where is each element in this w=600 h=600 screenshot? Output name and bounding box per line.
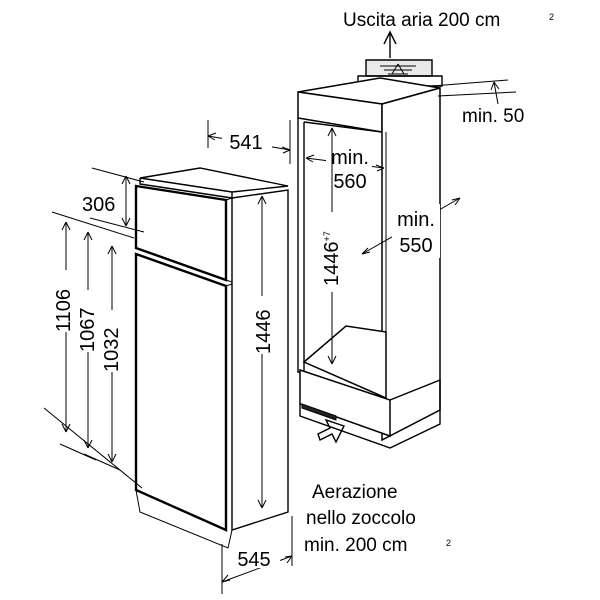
dimension-depth-top: 541: [207, 120, 291, 164]
label-541: 541: [229, 132, 262, 154]
label-niche-depth-min: min.: [397, 209, 435, 231]
label-aerazione: Aerazione: [312, 482, 398, 503]
label-306: 306: [82, 194, 115, 216]
label-min-200: min. 200 cm: [304, 535, 407, 556]
label-niche-min: min.: [331, 147, 369, 169]
fridge-appliance: [134, 167, 289, 549]
label-1446: 1446: [253, 310, 275, 355]
dimension-niche-height: 1446+7: [320, 127, 346, 365]
label-uscita-aria-sup: 2: [549, 12, 554, 22]
label-545: 545: [237, 549, 270, 571]
label-nello-zoccolo: nello zoccolo: [306, 508, 416, 529]
label-min-50: min. 50: [462, 106, 524, 127]
dimension-width-bottom: 545: [221, 516, 293, 594]
niche-cabinet: [297, 59, 443, 449]
dimension-total-height: 1446: [250, 195, 275, 509]
label-uscita-aria: Uscita aria 200 cm: [343, 10, 500, 31]
plinth-vent-label: Aerazione nello zoccolo min. 200 cm 2: [304, 482, 451, 556]
dimension-niche-depth: min. 550: [361, 197, 461, 258]
dimension-niche-width: min. 560: [305, 146, 385, 193]
label-560: 560: [333, 171, 366, 193]
outlet-air-label: Uscita aria 200 cm 2: [343, 10, 554, 31]
dimension-group-heights: 1106 1067 1032: [43, 211, 143, 489]
plinth-vent-arrow: [317, 418, 345, 444]
label-1067: 1067: [77, 308, 99, 353]
label-min-200-sup: 2: [446, 538, 451, 548]
label-550: 550: [399, 235, 432, 257]
dimension-top-gap: min. 50: [431, 79, 524, 127]
air-outlet-arrow: [383, 30, 397, 58]
label-1032: 1032: [101, 328, 123, 373]
label-1106: 1106: [53, 289, 75, 332]
label-niche-1446: 1446+7: [321, 231, 343, 286]
dimension-306: 306: [82, 167, 145, 233]
